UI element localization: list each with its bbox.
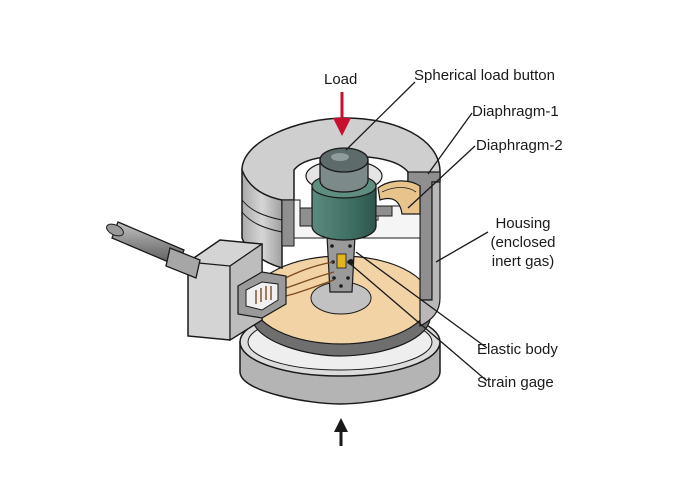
label-housing-line2: (enclosed — [490, 234, 556, 251]
label-diaphragm-1: Diaphragm-1 — [472, 103, 559, 120]
load-arrow-icon — [333, 92, 351, 136]
label-diaphragm-2: Diaphragm-2 — [476, 137, 563, 154]
reaction-arrow-icon — [334, 418, 348, 446]
spherical-load-button-part — [319, 147, 369, 193]
elastic-column — [326, 235, 356, 293]
elastic-body-disc — [251, 255, 431, 357]
cable — [106, 221, 201, 279]
housing-shell — [241, 117, 441, 327]
label-load: Load — [324, 71, 358, 88]
label-elastic-body: Elastic body — [477, 341, 558, 358]
leader-lines — [345, 81, 489, 382]
label-strain-gage: Strain gage — [477, 374, 554, 391]
label-housing: Housing (enclosed inert gas) — [480, 214, 566, 271]
label-spherical-load-button: Spherical load button — [414, 67, 555, 84]
label-housing-line3: inert gas) — [491, 253, 555, 270]
label-housing-line1: Housing — [495, 215, 551, 232]
strain-gage-marker — [348, 259, 354, 265]
strain-gage-element — [336, 253, 347, 269]
connector-box — [187, 239, 287, 342]
